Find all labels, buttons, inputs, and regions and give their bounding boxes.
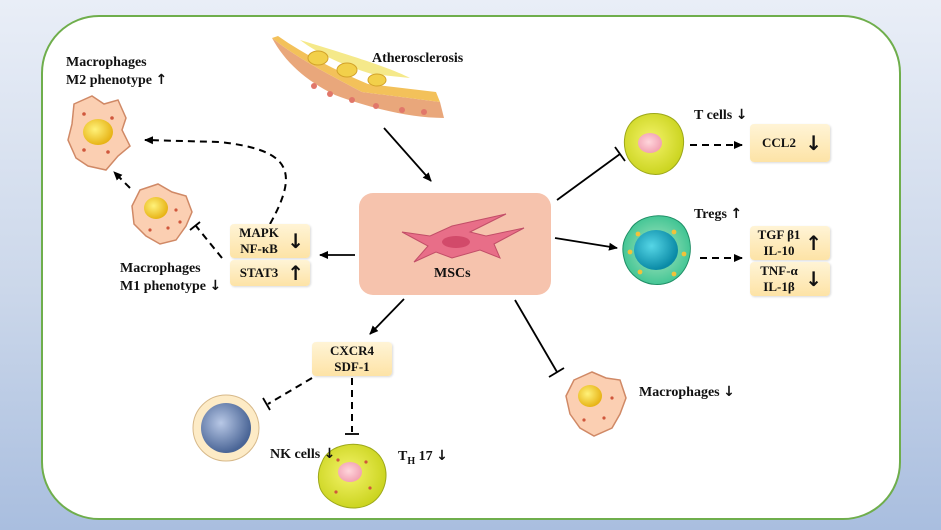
macrophages-label: Macrophages ↓: [639, 384, 735, 400]
t-cell: [623, 113, 685, 175]
t-cells-label: T cells ↓: [694, 107, 748, 123]
th17-cell: [317, 443, 387, 509]
stat3-text: STAT3: [239, 265, 279, 280]
stat3-up-arrow: ↑: [287, 261, 304, 285]
tnfa-text: TNF-α: [760, 263, 798, 278]
il10-text: IL-10: [763, 243, 795, 258]
macrophage-cell: [565, 371, 627, 437]
dashed-connectors: [113, 136, 743, 432]
arrow-atherosclerosis-to-mscs: [383, 127, 432, 182]
arrow-mscs-to-cxcr4: [369, 298, 405, 335]
nk-cells-label: NK cells ↓: [270, 446, 336, 462]
dashed-inhibit-cxcr4-nk: [267, 377, 313, 405]
tregs-label: Tregs ↑: [694, 206, 743, 222]
dashed-arrow-mapk-to-m2: [144, 136, 287, 225]
connectors: [319, 127, 626, 378]
macrophage-m1-cell: [131, 183, 193, 245]
dashed-inhibit-bars: [189, 221, 359, 435]
arrow-mscs-to-tregs: [554, 237, 618, 251]
mapk-text: MAPK: [239, 225, 279, 240]
m1-label-line1: Macrophages: [120, 261, 201, 276]
tgfb1-up-arrow: ↑: [805, 231, 822, 255]
sdf1-text: SDF-1: [334, 359, 370, 374]
mapk-nfkb-box: MAPK NF-κB ↓: [230, 224, 310, 258]
atherosclerosis-label: Atherosclerosis: [372, 51, 464, 66]
mscs-label: MSCs: [434, 266, 471, 281]
ccl2-text: CCL2: [762, 135, 796, 150]
inhibit-bar-t-cells: [614, 146, 626, 162]
cxcr4-text: CXCR4: [329, 343, 375, 358]
tgfb1-il10-box: TGF β1 IL-10 ↑: [750, 226, 830, 260]
dashed-inhibit-stat3-m1: [195, 225, 223, 259]
ccl2-box: CCL2 ↓: [750, 124, 830, 162]
artery-illustration: [272, 36, 444, 118]
nfkb-text: NF-κB: [240, 241, 278, 256]
tnfa-down-arrow: ↓: [805, 267, 822, 291]
treg-cell: [622, 215, 691, 286]
m2-label-line2: M2 phenotype ↑: [66, 72, 168, 88]
inhibit-mscs-t-cells: [556, 153, 621, 201]
ccl2-down-arrow: ↓: [805, 131, 822, 155]
il1b-text: IL-1β: [763, 279, 795, 294]
th17-label: TH 17 ↓: [398, 448, 448, 467]
nk-cell: [192, 394, 260, 462]
mapk-down-arrow: ↓: [287, 229, 304, 253]
dashed-arrow-m1-to-m2: [113, 171, 131, 189]
tgfb1-text: TGF β1: [757, 227, 801, 242]
inhibit-bar-macrophages: [548, 367, 565, 378]
macrophage-m2-cell: [67, 95, 131, 171]
m2-label-line1: Macrophages: [66, 55, 147, 70]
cxcr4-sdf1-box: CXCR4 SDF-1: [312, 342, 392, 376]
inhibit-mscs-macrophages: [514, 299, 558, 373]
msc-nucleus: [442, 236, 470, 248]
m1-label-line2: M1 phenotype ↓: [120, 278, 222, 294]
tnfa-il1b-box: TNF-α IL-1β ↓: [750, 262, 830, 296]
stat3-box: STAT3 ↑: [230, 260, 310, 286]
